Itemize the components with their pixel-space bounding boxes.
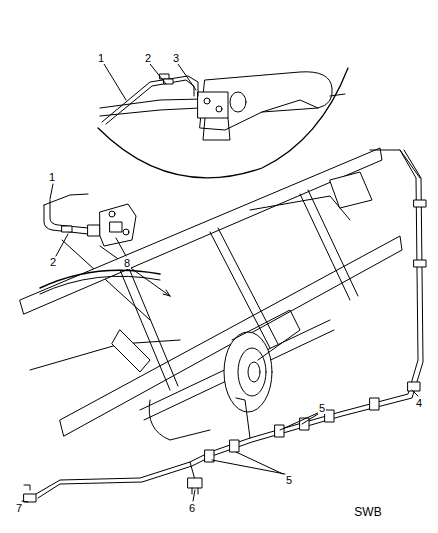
bracket-inset-part	[163, 290, 170, 296]
top-inset-part	[203, 118, 230, 140]
top-inset-part	[98, 68, 348, 178]
leader-lines-part	[193, 490, 195, 501]
callout-number: 3	[172, 53, 180, 64]
leader-lines-part	[280, 412, 320, 430]
chassis-frame-part	[250, 196, 350, 220]
axle-and-drum-part	[140, 320, 334, 420]
brake-line-part	[190, 398, 250, 480]
clips-part	[230, 440, 239, 452]
hose-fitting-part	[188, 478, 202, 488]
clips-part	[275, 425, 284, 437]
bracket-inset-part	[109, 211, 115, 217]
bracket-inset-part	[62, 226, 72, 232]
callout-number: 2	[49, 257, 57, 268]
top-inset-part	[330, 94, 345, 96]
leader-lines	[22, 64, 418, 502]
top-inset-part	[204, 98, 210, 104]
leader-lines-part	[56, 234, 68, 256]
hose-fitting	[24, 478, 202, 502]
top-inset	[98, 68, 348, 178]
bracket-inset-part	[88, 225, 100, 236]
callout-number: 2	[144, 53, 152, 64]
callout-number: 8	[123, 258, 131, 269]
clips-part	[300, 418, 309, 430]
brake-line-part	[38, 150, 423, 498]
chassis-frame-part	[210, 228, 278, 348]
leader-lines-part	[150, 64, 166, 84]
bracket-inset-part	[100, 204, 136, 246]
chassis-frame-part	[40, 276, 160, 294]
model-label: SWB	[353, 506, 382, 518]
axle-and-drum-part	[224, 332, 272, 412]
chassis-frame-part	[30, 340, 180, 370]
clips-part	[414, 200, 426, 207]
top-inset-part	[230, 92, 246, 112]
clips-part	[408, 382, 420, 391]
chassis-frame-part	[300, 190, 358, 300]
bracket-inset-part	[123, 229, 129, 235]
top-inset-part	[262, 100, 318, 112]
brake-line	[24, 150, 423, 498]
clips-part	[370, 398, 379, 410]
axle-and-drum-part	[248, 362, 260, 382]
chassis-frame-part	[120, 266, 178, 390]
clips-part	[414, 260, 426, 267]
callout-number: 6	[188, 503, 196, 514]
axle-and-drum-part	[238, 348, 266, 396]
bracket-inset-part	[110, 222, 122, 232]
axle-and-drum-part	[232, 310, 300, 360]
top-inset-part	[216, 106, 222, 112]
brake-line-part	[24, 485, 30, 490]
callout-number: 4	[415, 398, 423, 409]
chassis-frame-part	[40, 270, 160, 288]
leader-lines-part	[116, 238, 126, 256]
brake-line-part	[36, 150, 418, 494]
axle-and-drum-part	[149, 400, 210, 440]
top-inset-part	[100, 108, 200, 116]
clips	[205, 200, 426, 462]
leader-lines-part	[178, 64, 196, 90]
chassis-frame-part	[330, 172, 372, 208]
callout-number: 1	[48, 172, 56, 183]
top-inset-part	[106, 80, 194, 124]
axle-and-drum	[140, 310, 334, 440]
leader-lines-part	[50, 184, 53, 199]
leader-lines-part	[412, 390, 418, 396]
callout-number: 1	[97, 53, 105, 64]
bracket-inset-part	[50, 200, 88, 228]
chassis-frame-part	[60, 236, 402, 436]
leader-lines-part	[212, 452, 285, 474]
leader-lines-part	[104, 64, 126, 100]
chassis-frame-part	[112, 330, 150, 372]
chassis-frame	[20, 148, 420, 436]
top-inset-part	[198, 92, 228, 118]
callout-number: 5	[285, 475, 293, 486]
hose-fitting-part	[24, 494, 36, 502]
clips-part	[325, 410, 334, 422]
callout-number: 5	[318, 403, 326, 414]
callout-number: 7	[15, 503, 23, 514]
